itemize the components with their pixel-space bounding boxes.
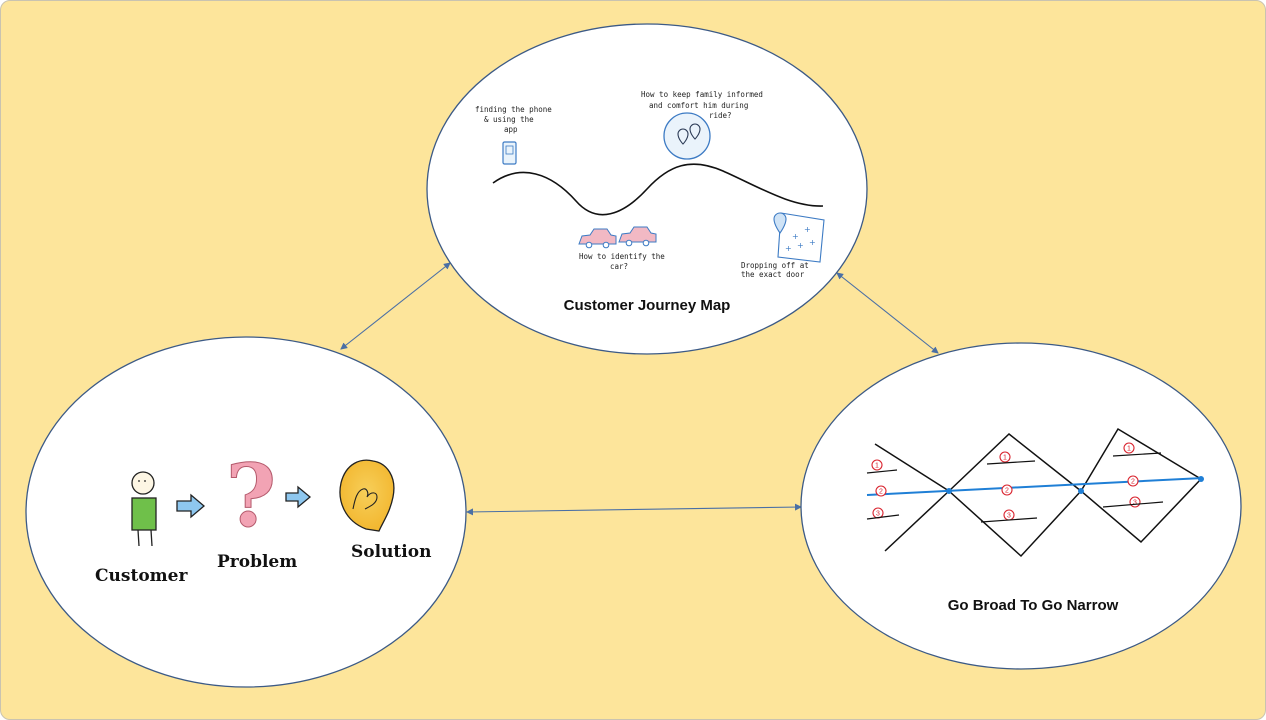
diamond-left-bottom	[884, 490, 950, 552]
customer-problem-solution-node: ? Customer Problem Solution	[25, 336, 467, 688]
right-arrow-icon	[285, 485, 312, 509]
list-item: 1	[986, 451, 1036, 465]
label-solution: Solution	[351, 542, 431, 562]
svg-text:2: 2	[1005, 488, 1009, 495]
svg-text:+: +	[804, 225, 811, 234]
broad-ellipse	[800, 342, 1242, 670]
phone-icon	[502, 141, 517, 165]
list-item: 2	[1001, 484, 1013, 496]
journey-curve	[492, 163, 824, 216]
svg-text:1: 1	[1003, 455, 1007, 462]
svg-text:1: 1	[1127, 446, 1131, 453]
cpsolution-ellipse	[25, 336, 467, 688]
svg-text:+: +	[809, 238, 816, 247]
axis-node	[1078, 488, 1084, 494]
list-item: 3	[1102, 496, 1164, 508]
go-broad-to-go-narrow-node: 1 2 3 1 2 3 1	[800, 342, 1242, 670]
svg-text:2: 2	[1131, 479, 1135, 486]
list-item: 1	[1112, 442, 1162, 457]
label-problem: Problem	[217, 552, 297, 572]
svg-text:3: 3	[1133, 500, 1137, 507]
right-arrow-icon	[176, 493, 206, 519]
svg-text:3: 3	[876, 511, 880, 518]
journey-note-drop: Dropping off at the exact door	[741, 261, 813, 279]
svg-text:2: 2	[879, 489, 883, 496]
car-icon	[578, 228, 617, 249]
connector-journey-to-broad	[836, 272, 939, 354]
connector-cpsolution-to-broad	[466, 503, 802, 516]
connector-journey-to-cpsolution	[340, 262, 451, 350]
location-bubble-icon	[663, 112, 711, 160]
list-item: 3	[980, 509, 1038, 523]
axis-node	[1198, 476, 1204, 482]
label-customer: Customer	[95, 566, 188, 586]
svg-text:+: +	[785, 244, 792, 253]
list-item: 3	[866, 507, 900, 520]
list-item: 1	[866, 459, 898, 474]
person-icon	[131, 471, 157, 547]
axis-node	[946, 488, 952, 494]
center-axis-line	[866, 477, 1204, 496]
diamond-left-top	[874, 443, 950, 492]
car-icon	[618, 226, 657, 247]
svg-text:+: +	[792, 232, 799, 241]
svg-text:1: 1	[875, 463, 879, 470]
map-icon: + + + + +	[773, 212, 825, 263]
svg-text:3: 3	[1007, 513, 1011, 520]
journey-note-inform: How to keep family informed and comfort …	[641, 90, 767, 120]
broad-title: Go Broad To Go Narrow	[948, 597, 1119, 614]
lightbulb-icon	[339, 459, 395, 532]
customer-journey-map-node: finding the phone & using the app How to…	[426, 23, 868, 355]
journey-note-car: How to identify the car?	[579, 252, 669, 271]
list-item: 2	[875, 485, 887, 497]
svg-text:+: +	[797, 241, 804, 250]
svg-text:?: ?	[226, 446, 276, 547]
list-item: 2	[1127, 475, 1139, 487]
question-mark-icon: ?	[225, 446, 276, 548]
journey-title: Customer Journey Map	[564, 297, 731, 314]
journey-note-phone: finding the phone & using the app	[475, 105, 556, 134]
